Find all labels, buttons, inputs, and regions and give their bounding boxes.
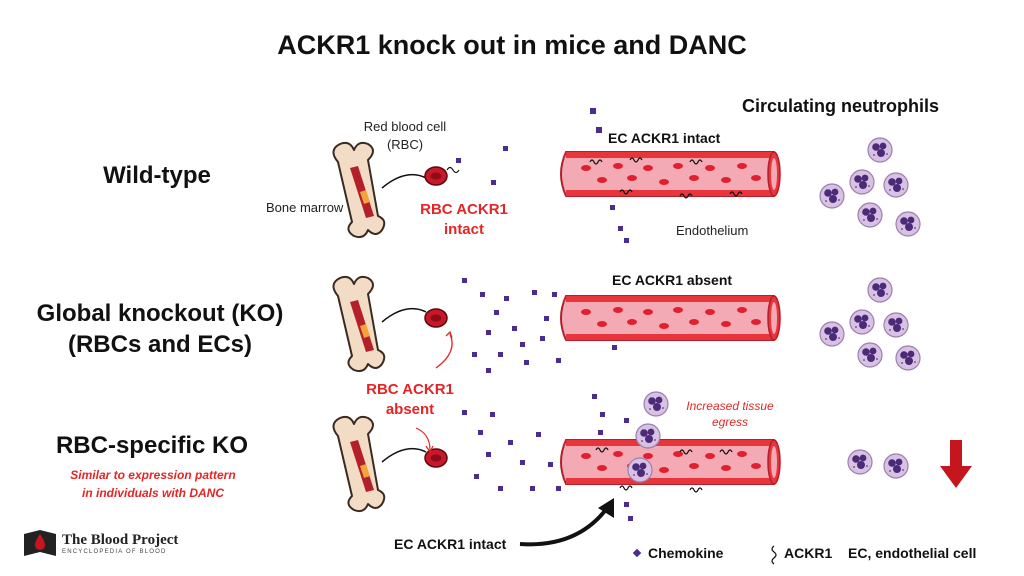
neutrophil-icon [819,277,921,371]
blood-vessel-icon [560,151,781,197]
blood-project-logo: The Blood Project ENCYCLOPEDIA OF BLOOD [62,532,179,555]
red-blood-cell-icon [424,166,448,186]
arrow-icon [415,427,431,451]
arrow-icon [381,307,427,323]
chemokine-icon [462,394,633,521]
bone-marrow-icon [332,275,386,373]
blood-vessel-icon [560,439,781,485]
rbc-ackr1-intact-label: RBC ACKR1 intact [420,201,508,238]
ackr1-receptor-icon [446,166,460,174]
rbc-ackr1-absent-label: RBC ACKR1 absent [366,381,454,418]
ec-ackr1-intact-label: EC ACKR1 intact [608,130,721,146]
chemokine-icon [462,278,617,373]
egress-annotation: Increased tissue egress [686,399,774,429]
arrow-icon [519,502,612,547]
row-label-global-ko: Global knockout (KO) (RBCs and ECs) [36,300,284,358]
page-title: ACKR1 knock out in mice and DANC [277,30,747,60]
blood-project-logo-icon [24,530,56,556]
column-heading-neutrophils: Circulating neutrophils [742,96,940,116]
arrow-icon [435,333,453,369]
red-blood-cell-icon [424,308,448,328]
decrease-arrow-icon [940,440,972,488]
red-blood-cell-icon [424,448,448,468]
legend-ec: EC, endothelial cell [848,545,977,561]
ackr1-receptor-icon [771,545,777,565]
endothelium-annotation: Endothelium [676,223,749,238]
arrow-icon [381,447,427,463]
row-label-rbc-specific-ko: RBC-specific KO [55,432,249,459]
bone-marrow-icon [332,415,386,513]
arrow-icon [381,173,427,189]
ec-ackr1-intact-label-bottom: EC ACKR1 intact [394,536,507,552]
bone-marrow-icon [332,141,386,239]
rbc-annotation: Red blood cell (RBC) [363,119,447,152]
chemokine-icon [632,548,642,558]
legend-ackr1: ACKR1 [784,545,833,561]
bone-marrow-annotation: Bone marrow [266,200,344,215]
danc-note: Similar to expression pattern in individ… [70,468,236,500]
row-label-wild-type: Wild-type [103,162,211,189]
ec-ackr1-absent-label: EC ACKR1 absent [612,272,733,288]
chemokine-icon [456,108,629,243]
neutrophil-icon [819,137,921,237]
legend-chemokine: Chemokine [648,545,724,561]
blood-vessel-icon [560,295,781,341]
